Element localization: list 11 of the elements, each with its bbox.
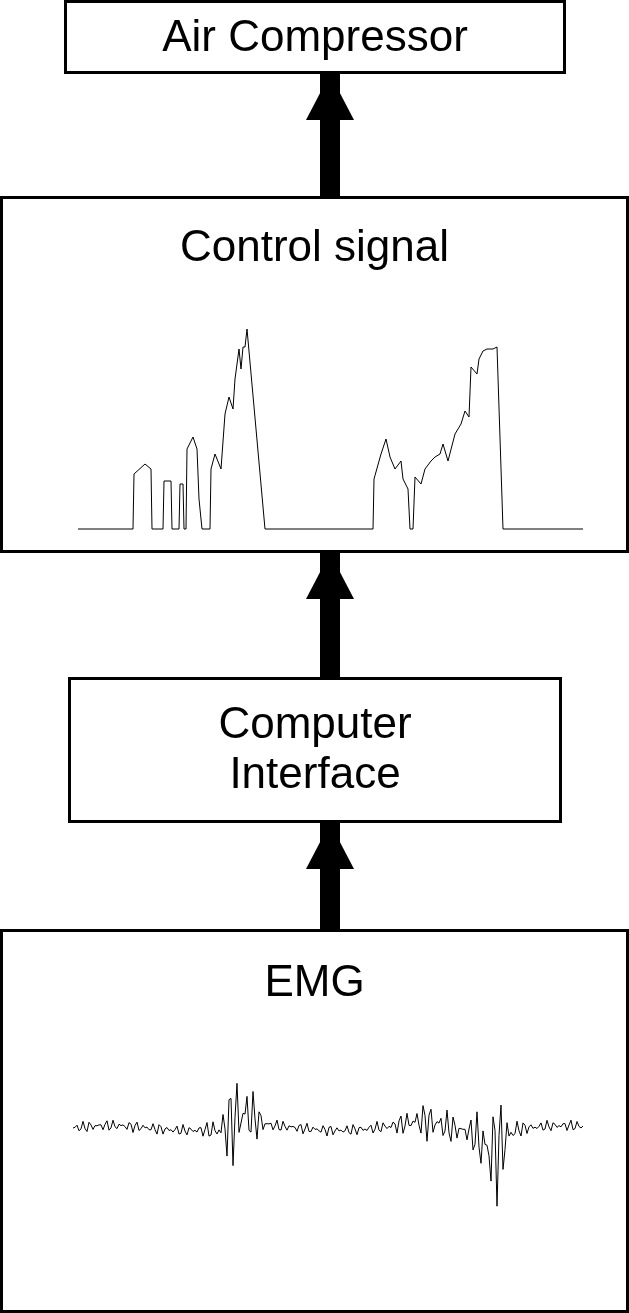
node-title: EMG (264, 956, 365, 1006)
arrow (306, 74, 354, 196)
signal-panel (0, 196, 629, 553)
process-box (68, 677, 562, 823)
node-title: Control signal (180, 221, 449, 271)
arrow (306, 553, 354, 677)
node-title: Air Compressor (162, 11, 468, 61)
node-title: Computer Interface (217, 698, 413, 798)
arrow (306, 823, 354, 929)
signal-panel (0, 929, 629, 1313)
process-box (64, 0, 566, 74)
